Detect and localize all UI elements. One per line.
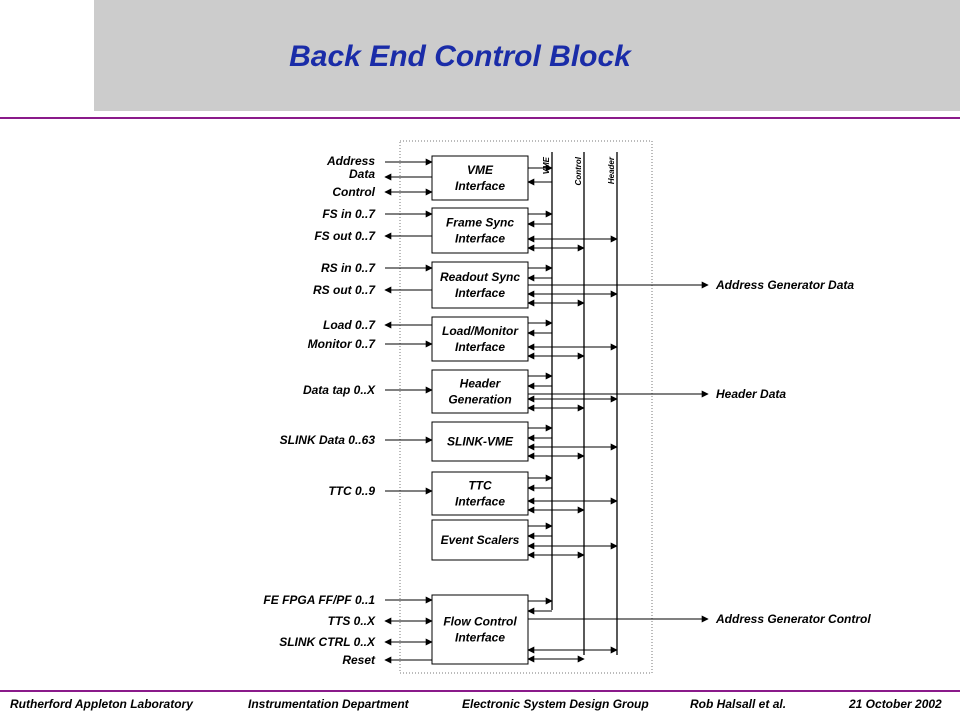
signal-label: TTS 0..X [328, 614, 376, 628]
signal-label: Data [349, 167, 375, 181]
signal-label: FE FPGA FF/PF 0..1 [263, 593, 375, 607]
output-label: Header Data [716, 387, 786, 401]
block-label: Interface [455, 179, 505, 193]
block-box [431, 594, 529, 665]
block-box [431, 471, 529, 516]
block-label: TTC [468, 479, 492, 493]
bus-label-control: Control [574, 156, 583, 185]
signal-label: Reset [342, 653, 376, 667]
output-label: Address Generator Data [715, 278, 854, 292]
block-box [431, 261, 529, 309]
signal-label: SLINK Data 0..63 [280, 433, 376, 447]
block-label: SLINK-VME [447, 435, 514, 449]
block-label: Flow Control [443, 615, 517, 629]
footer-author: Rob Halsall et al. [690, 697, 787, 711]
signal-label: Control [332, 185, 375, 199]
top-divider [0, 117, 960, 119]
block-label: Generation [448, 393, 511, 407]
output-label: Address Generator Control [715, 612, 871, 626]
signal-label: Data tap 0..X [303, 383, 376, 397]
signal-label: Load 0..7 [323, 318, 376, 332]
signal-label: Monitor 0..7 [308, 337, 377, 351]
bus-label-header: Header [607, 156, 616, 184]
signal-label: Address [326, 154, 375, 168]
block-label: Interface [455, 286, 505, 300]
block-label: Interface [455, 631, 505, 645]
signal-label: FS in 0..7 [322, 207, 376, 221]
block-label: Interface [455, 340, 505, 354]
footer-group: Electronic System Design Group [462, 697, 649, 711]
block-box [431, 155, 529, 201]
page-title: Back End Control Block [289, 40, 631, 73]
block-label: Interface [455, 232, 505, 246]
block-box [431, 369, 529, 414]
block-label: Readout Sync [440, 270, 520, 284]
block-box [431, 421, 529, 462]
block-label: Frame Sync [446, 216, 514, 230]
signal-label: FS out 0..7 [314, 229, 376, 243]
bus-label-vme: VME [542, 156, 551, 174]
block-label: Header [460, 377, 502, 391]
title-banner [94, 0, 960, 111]
bottom-divider [0, 690, 960, 692]
block-label: Load/Monitor [442, 324, 519, 338]
block-box [431, 519, 529, 561]
block-box [431, 207, 529, 254]
signal-label: RS in 0..7 [321, 261, 376, 275]
signal-label: TTC 0..9 [328, 484, 375, 498]
enclosure-outline [399, 140, 653, 674]
block-label: Interface [455, 495, 505, 509]
footer-date: 21 October 2002 [849, 697, 942, 711]
footer-dept: Instrumentation Department [248, 697, 409, 711]
block-box [431, 316, 529, 362]
block-label: Event Scalers [441, 533, 520, 547]
signal-label: RS out 0..7 [313, 283, 376, 297]
footer-lab: Rutherford Appleton Laboratory [10, 697, 193, 711]
signal-label: SLINK CTRL 0..X [279, 635, 376, 649]
block-label: VME [467, 163, 494, 177]
